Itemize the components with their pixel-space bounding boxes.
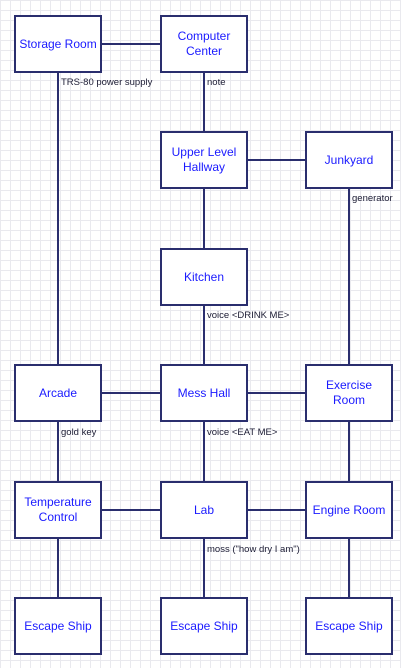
edge-hallway-kitchen (203, 189, 205, 249)
room-engine-room: Engine Room (305, 481, 393, 539)
room-lab: Lab (160, 481, 248, 539)
edge-arcade-messhall (102, 392, 160, 394)
edge-label-trs80: TRS-80 power supply (61, 77, 153, 88)
edge-storage-computer (102, 43, 160, 45)
edge-label-drink-me: voice <DRINK ME> (207, 310, 290, 321)
edge-tempcontrol-lab (102, 509, 160, 511)
edge-lab-engineroom (248, 509, 306, 511)
edge-storage-arcade (57, 73, 59, 365)
edge-messhall-lab (203, 422, 205, 482)
room-escape-ship-3: Escape Ship (305, 597, 393, 655)
edge-lab-escape2 (203, 539, 205, 599)
edge-arcade-tempcontrol (57, 422, 59, 482)
edge-kitchen-messhall (203, 306, 205, 366)
edge-messhall-exercise (248, 392, 306, 394)
room-kitchen: Kitchen (160, 248, 248, 306)
room-escape-ship-1: Escape Ship (14, 597, 102, 655)
room-temperature-control: Temperature Control (14, 481, 102, 539)
edge-label-generator: generator (352, 193, 393, 204)
edge-hallway-junkyard (248, 159, 306, 161)
edge-label-note: note (207, 77, 226, 88)
room-computer-center: Computer Center (160, 15, 248, 73)
edge-label-moss: moss ("how dry I am") (207, 544, 300, 555)
room-escape-ship-2: Escape Ship (160, 597, 248, 655)
room-storage-room: Storage Room (14, 15, 102, 73)
edge-junkyard-exercise (348, 189, 350, 365)
edge-label-gold-key: gold key (61, 427, 97, 438)
room-junkyard: Junkyard (305, 131, 393, 189)
room-exercise-room: Exercise Room (305, 364, 393, 422)
edge-exercise-engineroom (348, 422, 350, 482)
room-arcade: Arcade (14, 364, 102, 422)
edge-label-eat-me: voice <EAT ME> (207, 427, 278, 438)
room-mess-hall: Mess Hall (160, 364, 248, 422)
room-upper-level-hallway: Upper Level Hallway (160, 131, 248, 189)
edge-tempcontrol-escape1 (57, 539, 59, 599)
edge-computer-hallway (203, 73, 205, 133)
edge-engineroom-escape3 (348, 539, 350, 599)
